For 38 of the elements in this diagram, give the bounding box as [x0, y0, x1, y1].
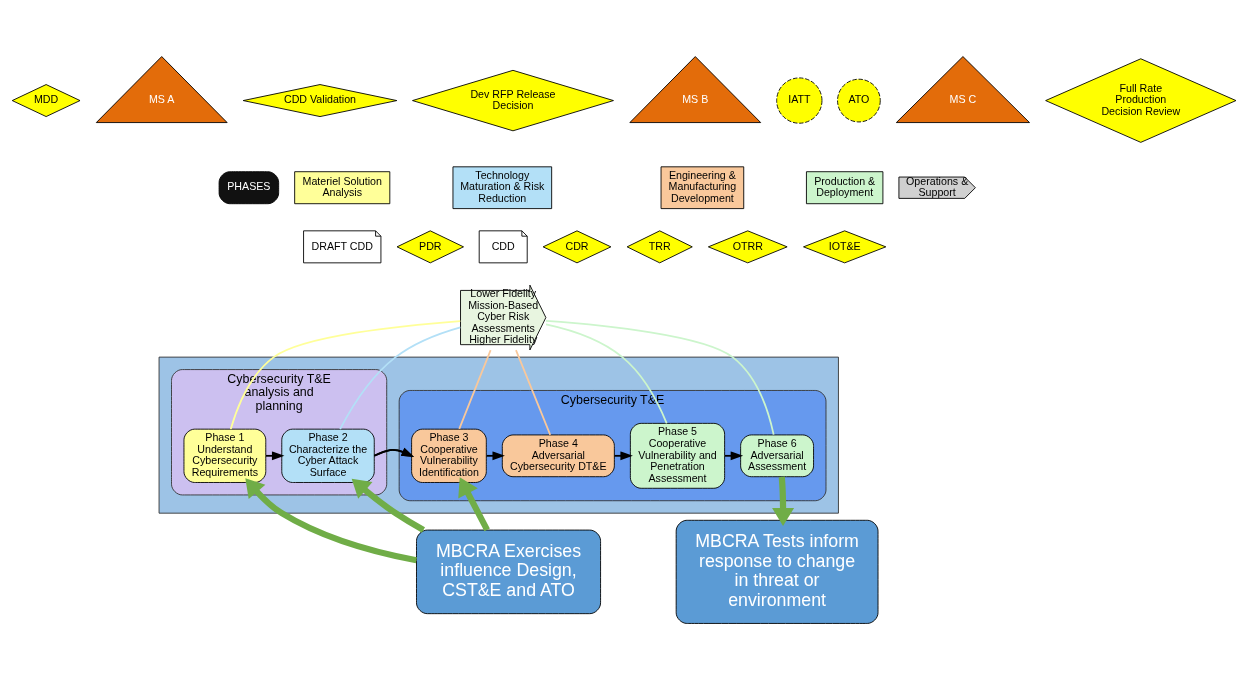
node-box: MBCRA Tests inform response to change in threat or environment	[675, 519, 879, 624]
connector	[545, 323, 668, 425]
node-diamond: PDR	[396, 230, 464, 264]
node-diamond: Dev RFP Release Decision	[412, 69, 614, 132]
node-diamond: Full Rate Production Decision Review	[1045, 58, 1237, 143]
node-box: Phase 5 Cooperative Vulnerability and Penetration Assessment	[629, 422, 726, 489]
node-box: Materiel Solution Analysis	[294, 171, 391, 205]
arrow	[245, 478, 417, 564]
node-diamond: TRR	[626, 230, 693, 264]
node-box: PHASES	[218, 171, 280, 205]
node-box: Phase 4 Adversarial Cybersecurity DT&E	[501, 434, 615, 478]
connector	[515, 349, 552, 436]
node-box: Technology Maturation & Risk Reduction	[452, 166, 553, 210]
arrow	[613, 451, 633, 461]
node-circle: IATT	[776, 77, 823, 124]
connector	[545, 320, 775, 436]
connector	[458, 349, 492, 430]
node-diamond: CDR	[542, 230, 612, 264]
arrow	[351, 478, 425, 533]
node-box: Production & Deployment	[806, 171, 884, 205]
arrow	[724, 451, 744, 461]
node-diamond: OTRR	[707, 230, 788, 264]
node-box: Phase 2 Characterize the Cyber Attack Surface	[281, 428, 375, 483]
node-diamond: MDD	[11, 84, 81, 117]
node-box: Engineering & Manufacturing Development	[660, 166, 745, 210]
node-box: Phase 3 Cooperative Vulnerability Identification	[411, 428, 487, 483]
node-circle: ATO	[837, 78, 881, 123]
node-diamond: IOT&E	[803, 230, 887, 264]
arrow	[772, 476, 795, 527]
arrow	[373, 447, 415, 457]
arrow	[265, 451, 285, 461]
connector	[339, 326, 462, 430]
node-box: MBCRA Exercises influence Design, CST&E and ATO	[416, 529, 601, 615]
node-box: Phase 6 Adversarial Assessment	[740, 434, 814, 478]
arrow	[458, 477, 490, 532]
node-diamond: CDD Validation	[242, 84, 398, 117]
connector	[229, 320, 462, 430]
node-box: Phase 1 Understand Cybersecurity Requirements	[183, 428, 267, 483]
